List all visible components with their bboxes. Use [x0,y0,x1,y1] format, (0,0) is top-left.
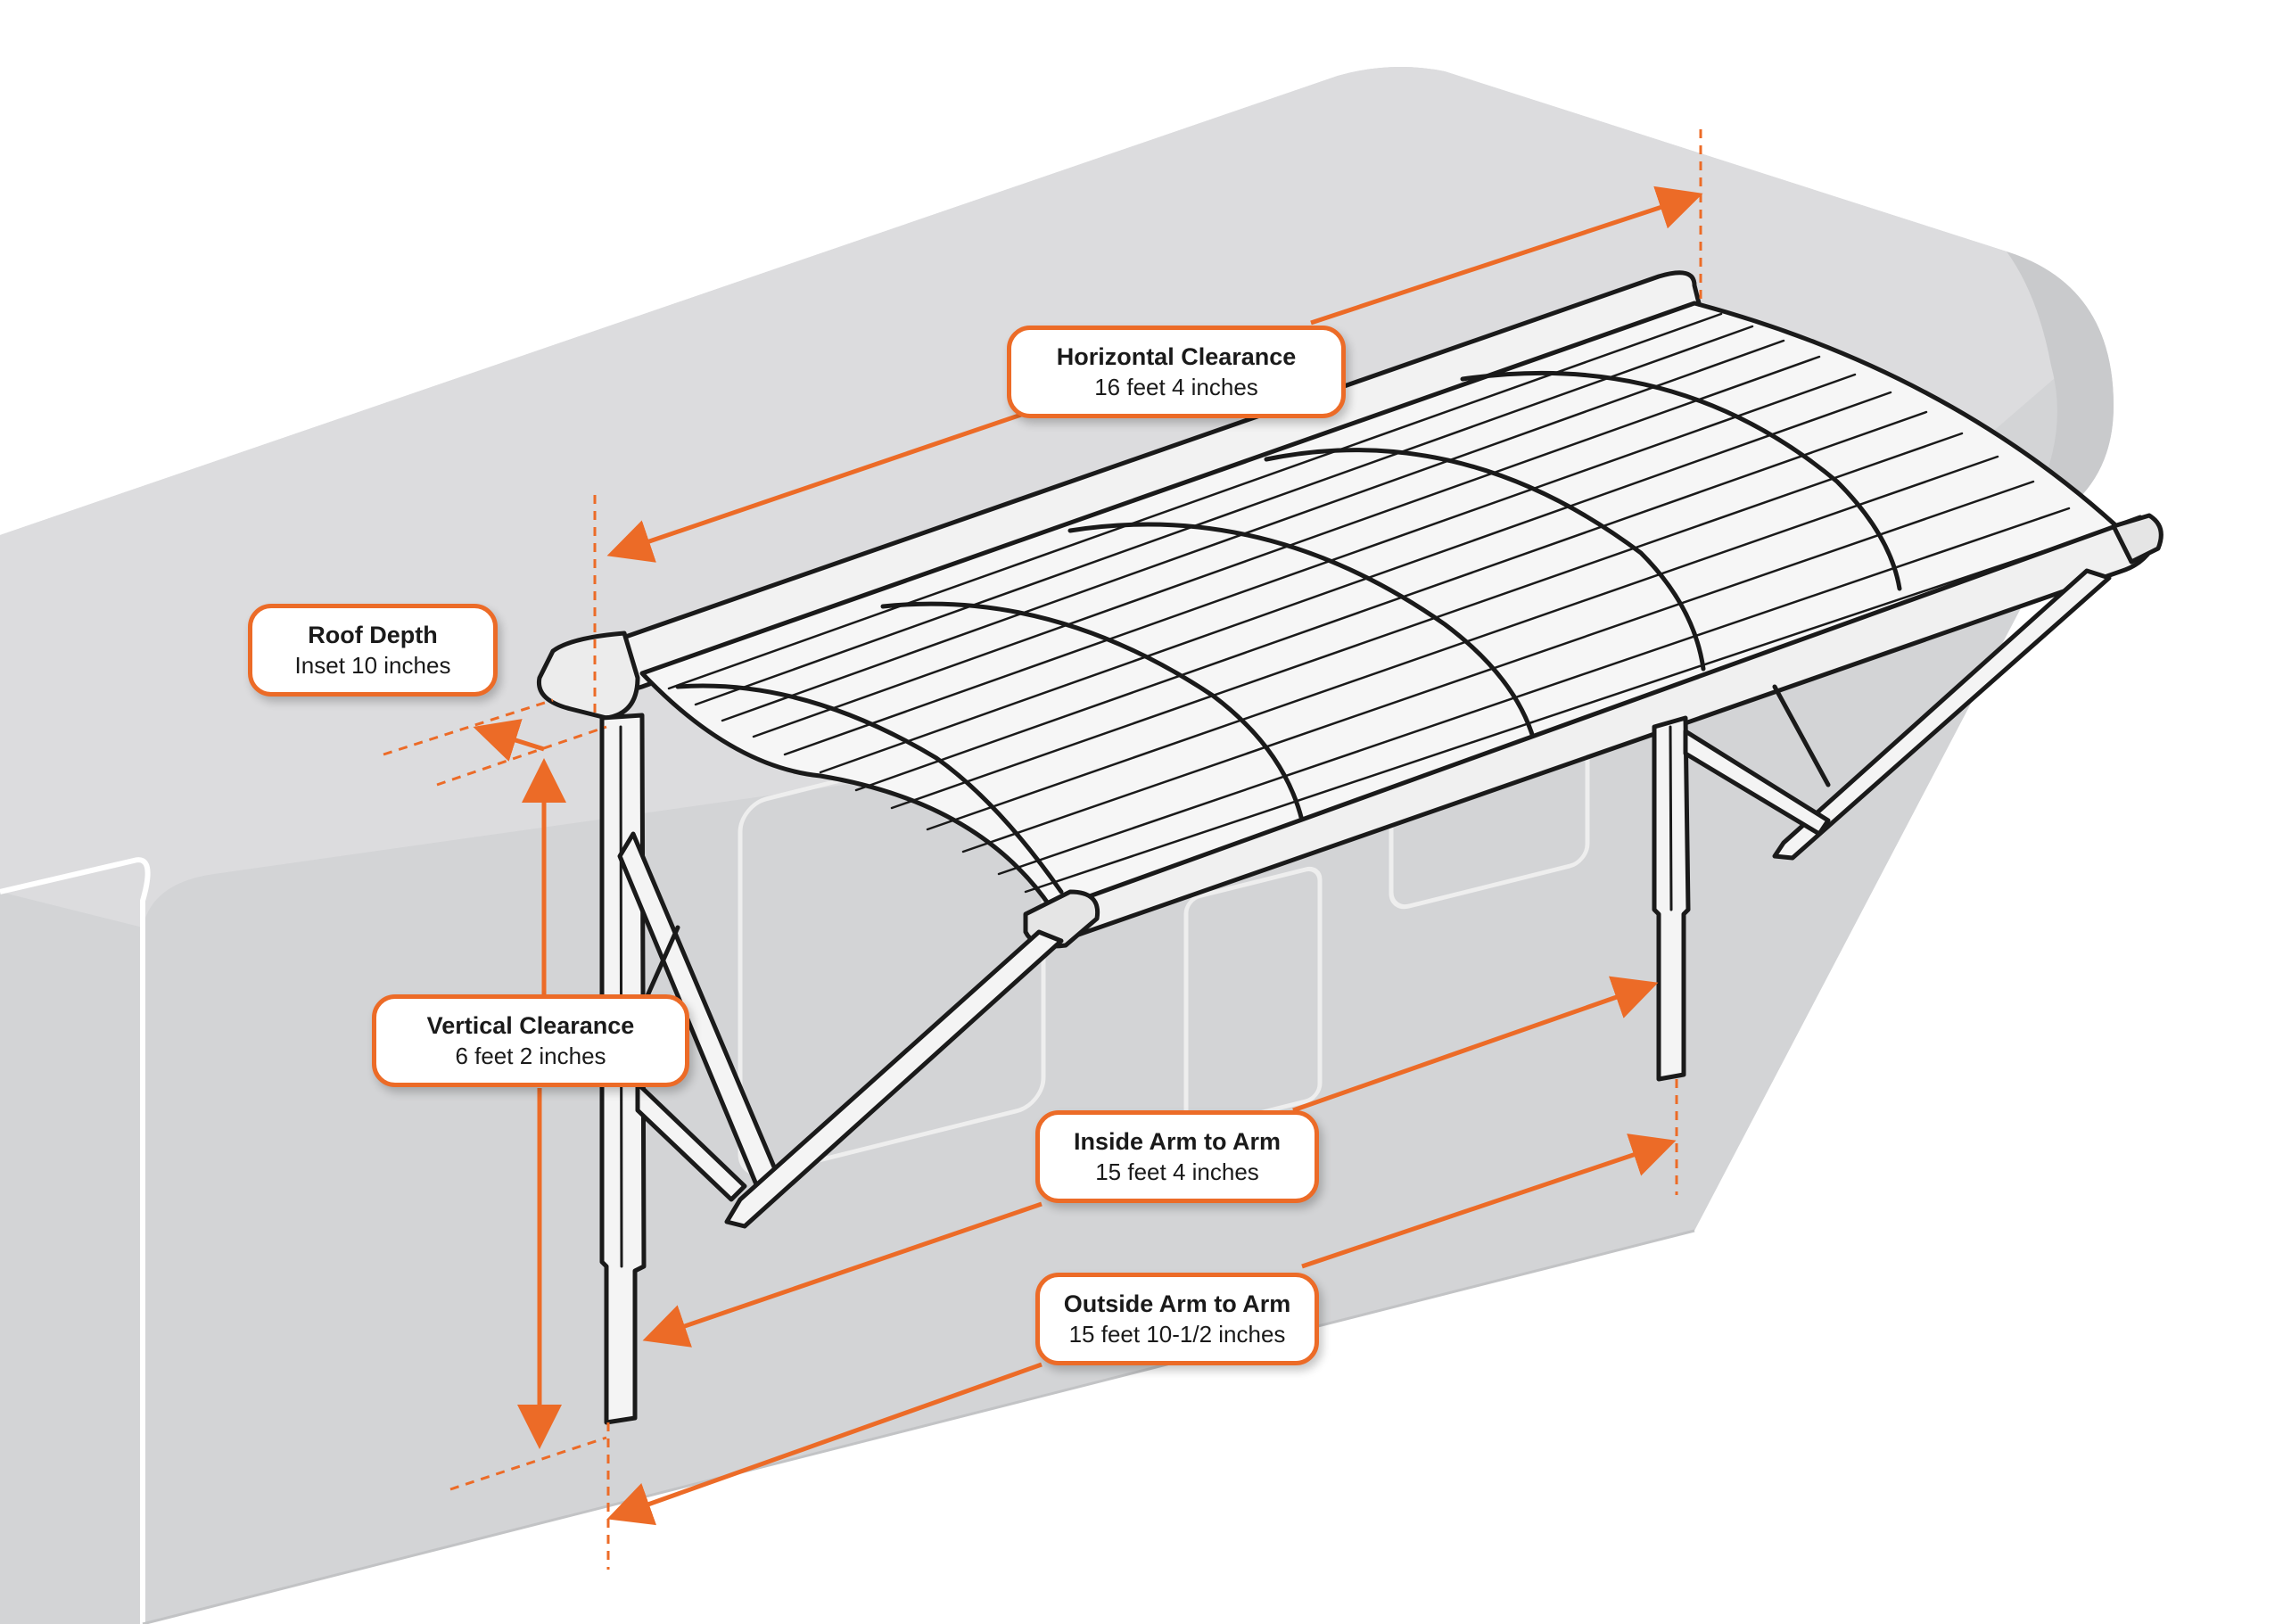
horizontal-clearance-value: 16 feet 4 inches [1094,374,1258,400]
awning-right-rafter [1683,729,1831,837]
vertical-clearance-value: 6 feet 2 inches [455,1043,606,1069]
roof-depth-title: Roof Depth [308,622,438,648]
outside-arm-to-arm-callout: Outside Arm to Arm 15 feet 10-1/2 inches [1035,1273,1319,1365]
awning-right-brace [1772,684,1831,787]
awning-seams [675,370,1902,894]
outside-arm-to-arm-value: 15 feet 10-1/2 inches [1068,1321,1286,1348]
outside-arm-to-arm-title: Outside Arm to Arm [1063,1290,1291,1317]
vertical-clearance-callout: Vertical Clearance 6 feet 2 inches [372,994,689,1087]
rv-front-curve [1989,251,2114,571]
awning-right-endcap [2111,513,2163,565]
awning-left-strut [724,929,1064,1229]
inside-arm-to-arm-value: 15 feet 4 inches [1095,1158,1259,1185]
roof-depth-callout: Roof Depth Inset 10 inches [248,604,498,697]
inside-arm-arrow-left [642,1201,1043,1348]
inside-arm-arrow-right [1292,976,1659,1113]
rv-lower-edge [142,1229,1695,1624]
awning-left-endcap [536,631,640,721]
vertical-clearance-title: Vertical Clearance [426,1012,635,1039]
awning-left-rafter-lower [635,1081,747,1202]
vertical-clearance-extension-lower [449,1436,607,1491]
roof-depth-value: Inset 10 inches [294,652,451,679]
awning-slats [667,312,2106,894]
inside-arm-to-arm-callout: Inside Arm to Arm 15 feet 4 inches [1035,1110,1319,1203]
awning-fabric [639,301,2143,912]
horizontal-clearance-title: Horizontal Clearance [1056,343,1297,370]
dimension-lines [383,129,1703,1570]
awning-right-strut [1772,568,2112,861]
horizontal-clearance-callout: Horizontal Clearance 16 feet 4 inches [1007,326,1346,418]
outside-arm-arrow-left [606,1362,1043,1526]
inside-arm-to-arm-title: Inside Arm to Arm [1073,1128,1282,1155]
horizontal-clearance-arrow-left [606,412,1022,563]
horizontal-clearance-arrow-right [1310,185,1703,326]
roof-depth-extension-upper [383,698,554,756]
roof-depth-arrow [473,719,545,762]
rv-body-edge-line [0,857,151,1624]
roof-depth-extension-lower [436,725,607,787]
rv-awning-illustration [536,270,2163,1425]
outside-arm-arrow-right [1301,1134,1677,1269]
